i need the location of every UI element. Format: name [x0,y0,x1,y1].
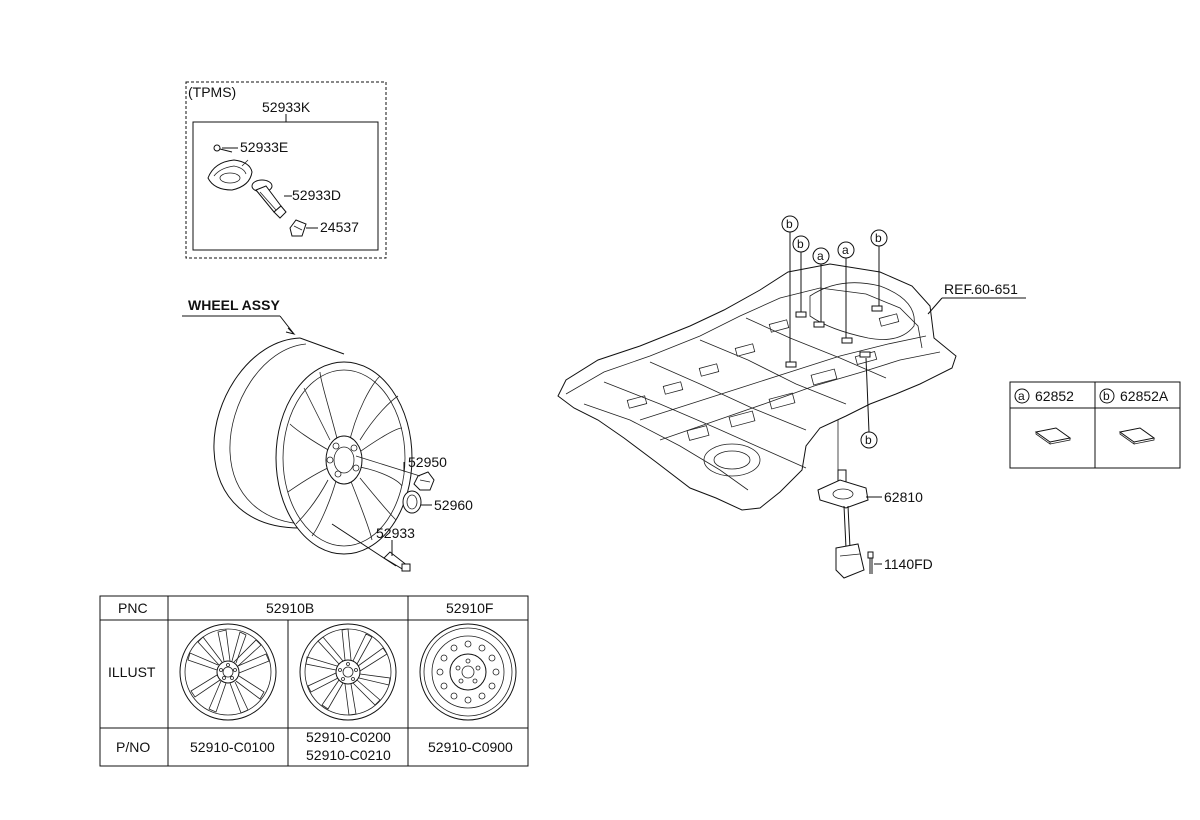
tpms-group: (TPMS) 52933K 52933E 52933D [185,81,387,259]
callout-b-2: b [792,235,810,312]
wheel-part-valve: 52933 [376,525,415,541]
pad-a-icon [1034,427,1072,445]
pno-cell-2b: 52910-C0210 [306,747,391,763]
tpms-inner-frame [192,121,379,251]
wheel-part-cap: 52960 [434,497,473,513]
pad-legend: a 62852 b 62852A [1009,381,1181,469]
legend-letter-b: b [1103,389,1110,403]
pno-cell-3: 52910-C0900 [428,739,513,755]
tpms-dashed-frame [185,81,387,259]
pnc-cell-2: 52910F [446,600,493,616]
callout-b-1-letter: b [786,217,793,231]
floor-ref-label: REF.60-651 [944,281,1018,297]
wheel-variant-table: PNC ILLUST P/NO 52910B 52910F 52910-C010… [99,595,529,767]
pno-cell-2a: 52910-C0200 [306,729,391,745]
wheel-assembly-group: WHEEL ASSY [182,297,473,572]
spare-tire-carrier-icon [817,420,869,579]
alloy-wheel-illust-2 [299,623,397,721]
tpms-valve-cap-icon [289,219,307,237]
wheel-part-nut: 52950 [408,454,447,470]
tpms-screw-icon [213,144,233,153]
callout-a-2-letter: a [842,243,849,257]
row-label-illust: ILLUST [108,664,156,680]
tpms-part-valve: 52933D [292,187,341,203]
wheel-nut-icon [413,471,435,491]
floor-part-bolt: 1140FD [884,556,933,572]
tpms-kit-part: 52933K [262,99,311,115]
bolt-icon [867,551,874,574]
pnc-cell-1: 52910B [266,600,314,616]
tpms-part-screw: 52933E [240,139,288,155]
tpms-sensor-icon [207,159,253,191]
pno-cell-1: 52910-C0100 [190,739,275,755]
legend-letter-a: a [1018,389,1025,403]
callout-b-1: b [781,215,799,362]
callout-b-3: b [870,229,888,306]
legend-part-b: 62852A [1120,388,1169,404]
wheel-illustration-icon [213,337,413,555]
callout-a-2: a [837,241,855,338]
alloy-wheel-illust-1 [179,623,277,721]
floor-panel-illustration [557,263,957,511]
callout-a-1-letter: a [817,249,824,263]
row-label-pnc: PNC [118,600,148,616]
steel-wheel-illust [419,623,517,721]
callout-a-1: a [812,247,830,322]
floor-panel-group: b b a a b b REF.60-651 [557,215,1026,579]
pad-b-icon [1118,427,1156,445]
callout-b-4: b [860,357,878,449]
floor-part-carrier: 62810 [884,489,923,505]
wheel-valve-icon [331,523,411,572]
callout-b-2-letter: b [797,237,804,251]
wheel-center-cap-icon [402,490,422,514]
wheel-assy-title: WHEEL ASSY [188,297,280,313]
legend-part-a: 62852 [1035,388,1074,404]
tpms-valve-stem-icon [251,179,287,219]
callout-b-4-letter: b [865,433,872,447]
callout-b-3-letter: b [875,231,882,245]
tpms-part-cap: 24537 [320,219,359,235]
row-label-pno: P/NO [116,739,150,755]
tpms-label: (TPMS) [188,84,236,100]
